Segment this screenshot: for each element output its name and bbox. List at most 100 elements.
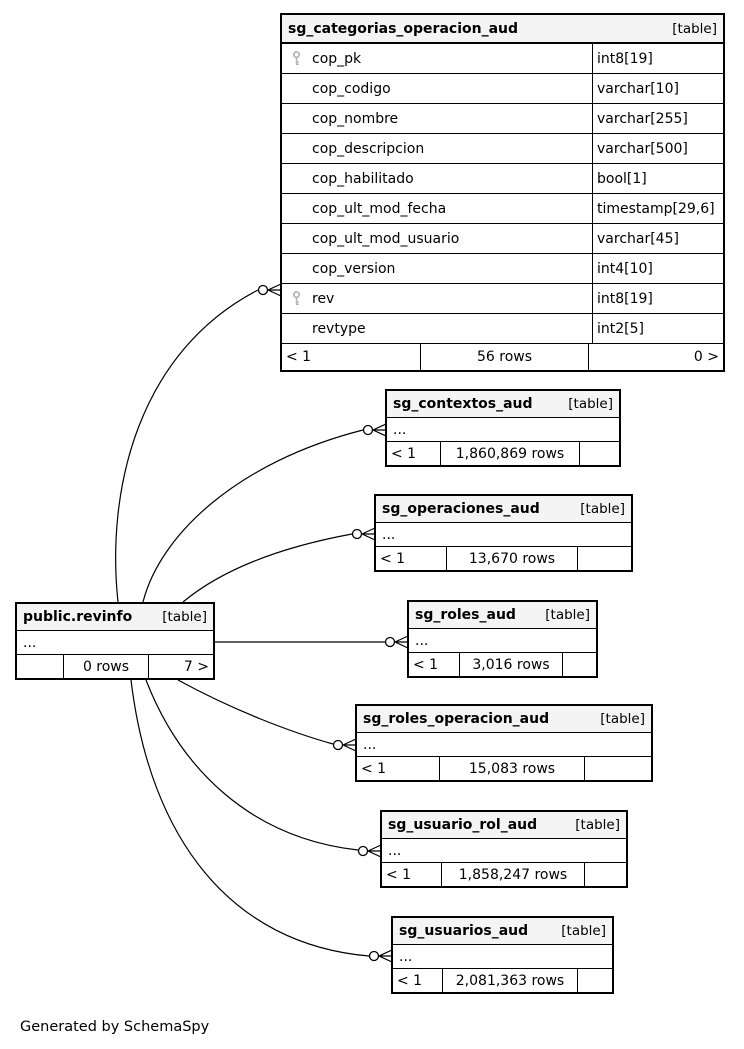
table-header: sg_roles_operacion_aud [table] [357, 706, 651, 733]
table-header: sg_contextos_aud [table] [387, 391, 619, 418]
column-type: int4[10] [597, 260, 653, 277]
column-name: cop_nombre [312, 110, 399, 127]
cardinality-circle-icon [351, 528, 363, 540]
fk-connector-sg-usuario-rol-aud [145, 679, 382, 858]
column-name: cop_ult_mod_usuario [312, 230, 460, 247]
columns-ellipsis: ... [17, 631, 213, 655]
table-footer: < 1 56 rows 0 > [282, 343, 723, 370]
footer-first-related: < 1 [409, 653, 460, 676]
footer-last-related [563, 653, 596, 676]
crow-foot-icon [342, 738, 357, 752]
footer-last-related [585, 863, 626, 886]
columns-ellipsis: ... [387, 418, 619, 442]
table-node-sg-usuario-rol-aud: sg_usuario_rol_aud [table] ... < 1 1,858… [380, 810, 628, 888]
column-row: cop_ult_mod_fecha timestamp[29,6] [282, 194, 723, 224]
table-tag: [table] [561, 923, 606, 939]
column-type: bool[1] [597, 170, 647, 187]
footer-row-count: 0 rows [64, 655, 149, 678]
table-name[interactable]: sg_contextos_aud [393, 396, 533, 412]
column-row: cop_codigo varchar[10] [282, 74, 723, 104]
table-tag: [table] [580, 501, 625, 517]
table-node-public-revinfo: public.revinfo [table] ... 0 rows 7 > [15, 602, 215, 680]
footer-row-count: 56 rows [421, 344, 589, 370]
table-footer: < 1 15,083 rows [357, 757, 651, 780]
table-header: public.revinfo [table] [17, 604, 213, 631]
column-name: rev [312, 290, 335, 307]
table-header: sg_roles_aud [table] [409, 602, 596, 629]
column-type: varchar[45] [597, 230, 679, 247]
column-row: revtype int2[5] [282, 314, 723, 343]
column-name: cop_pk [312, 50, 362, 67]
table-node-sg-roles-operacion-aud: sg_roles_operacion_aud [table] ... < 1 1… [355, 704, 653, 782]
cardinality-circle-icon [332, 739, 344, 751]
footer-row-count: 13,670 rows [447, 547, 578, 570]
table-footer: < 1 13,670 rows [376, 547, 631, 570]
table-name[interactable]: public.revinfo [23, 609, 133, 625]
column-type: int8[19] [597, 290, 653, 307]
primary-key-icon [291, 291, 302, 306]
cardinality-circle-icon [257, 284, 269, 296]
table-name[interactable]: sg_roles_operacion_aud [363, 711, 550, 727]
table-name[interactable]: sg_usuario_rol_aud [388, 817, 538, 833]
column-type: timestamp[29,6] [597, 200, 715, 217]
column-name: cop_version [312, 260, 396, 277]
table-footer: < 1 2,081,363 rows [393, 969, 612, 992]
footer-last-related [585, 757, 651, 780]
table-name[interactable]: sg_roles_aud [415, 607, 516, 623]
columns-ellipsis: ... [376, 523, 631, 547]
footer-last-related [578, 969, 612, 992]
footer-first-related: < 1 [376, 547, 447, 570]
columns-ellipsis: ... [393, 945, 612, 969]
cardinality-circle-icon [384, 636, 396, 648]
column-row: cop_pk int8[19] [282, 44, 723, 74]
table-tag: [table] [162, 609, 207, 625]
table-tag: [table] [600, 711, 645, 727]
table-name[interactable]: sg_operaciones_aud [382, 501, 540, 517]
footer-first-related [17, 655, 64, 678]
fk-connector-sg-categorias-operacion-aud [115, 283, 282, 603]
table-node-sg-roles-aud: sg_roles_aud [table] ... < 1 3,016 rows [407, 600, 598, 678]
table-name[interactable]: sg_categorias_operacion_aud [288, 20, 519, 37]
primary-key-icon [291, 51, 302, 66]
column-row: rev int8[19] [282, 284, 723, 314]
table-header: sg_usuario_rol_aud [table] [382, 812, 626, 839]
column-type: varchar[500] [597, 140, 688, 157]
crow-foot-icon [267, 283, 282, 297]
fk-connector-sg-contextos-aud [142, 423, 387, 603]
fk-connector-sg-roles-operacion-aud [177, 679, 357, 752]
table-name[interactable]: sg_usuarios_aud [399, 923, 529, 939]
column-row: cop_version int4[10] [282, 254, 723, 284]
footer-last-related: 0 > [693, 349, 719, 365]
footer-first-related: < 1 [382, 863, 442, 886]
table-node-sg-categorias-operacion-aud: sg_categorias_operacion_aud [table] cop_… [280, 13, 725, 372]
column-name: cop_codigo [312, 80, 391, 97]
crow-foot-icon [367, 844, 382, 858]
table-tag: [table] [575, 817, 620, 833]
column-name: revtype [312, 320, 366, 337]
table-tag: [table] [545, 607, 590, 623]
column-row: cop_descripcion varchar[500] [282, 134, 723, 164]
footer-first-related: < 1 [357, 757, 440, 780]
column-row: cop_habilitado bool[1] [282, 164, 723, 194]
fk-connector-sg-operaciones-aud [182, 527, 376, 603]
footer-first-related: < 1 [282, 344, 421, 370]
footer-last-related [580, 442, 619, 465]
crow-foot-icon [372, 423, 387, 437]
footer-first-related: < 1 [387, 442, 441, 465]
columns-ellipsis: ... [357, 733, 651, 757]
table-footer: < 1 3,016 rows [409, 653, 596, 676]
generated-by-note: Generated by SchemaSpy [20, 1019, 210, 1035]
table-node-sg-contextos-aud: sg_contextos_aud [table] ... < 1 1,860,8… [385, 389, 621, 467]
footer-row-count: 15,083 rows [440, 757, 585, 780]
table-header: sg_categorias_operacion_aud [table] [282, 15, 723, 44]
column-row: cop_ult_mod_usuario varchar[45] [282, 224, 723, 254]
table-header: sg_usuarios_aud [table] [393, 918, 612, 945]
fk-connector-sg-usuarios-aud [130, 679, 393, 963]
crow-foot-icon [394, 635, 409, 649]
table-footer: < 1 1,858,247 rows [382, 863, 626, 886]
column-type: int2[5] [597, 320, 644, 337]
footer-row-count: 2,081,363 rows [443, 969, 578, 992]
footer-row-count: 3,016 rows [460, 653, 563, 676]
table-tag: [table] [672, 20, 717, 37]
column-name: cop_habilitado [312, 170, 414, 187]
